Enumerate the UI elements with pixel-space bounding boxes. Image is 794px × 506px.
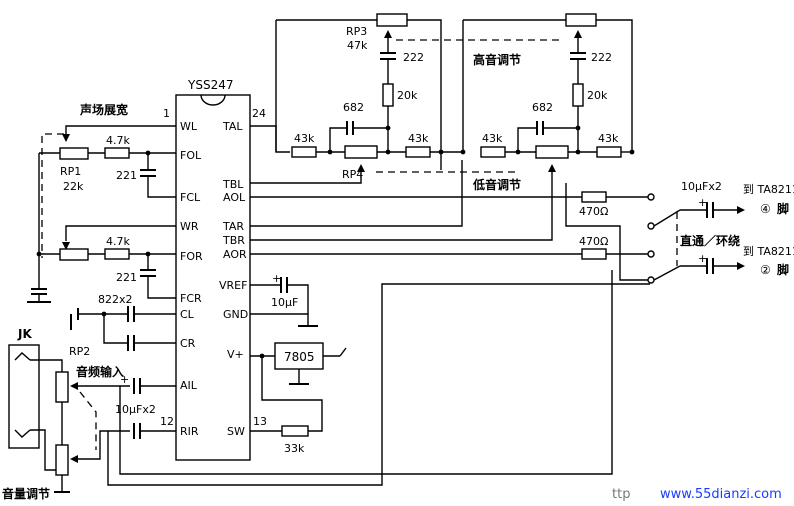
r-47k-top-label: 4.7k xyxy=(106,134,130,147)
label-treble-adjust: 高音调节 xyxy=(473,52,521,67)
output-to-top: 到 TA8211 xyxy=(743,183,794,196)
resistor-43k-3 xyxy=(480,146,506,158)
ic-pin-cl: CL xyxy=(180,308,195,321)
c-822-label: 822x2 xyxy=(98,293,133,306)
rp1-potentiometer xyxy=(59,147,89,160)
c-221-top-label: 221 xyxy=(116,169,137,182)
r-470-top-label: 470Ω xyxy=(579,205,608,218)
r-20k-r-label: 20k xyxy=(587,89,608,102)
ic-pin-wl: WL xyxy=(180,120,198,133)
rp2-bottom-potentiometer xyxy=(55,444,69,476)
resistor-43k-2 xyxy=(405,146,431,158)
r-43k-2-label: 43k xyxy=(408,132,429,145)
watermark-prefix: ttp xyxy=(612,487,630,502)
audio-input-section: JK RP2 音频输入 音量调节 + 10μFx2 xyxy=(2,327,176,501)
plus-vref: + xyxy=(272,272,281,285)
r-47k-bottom-label: 4.7k xyxy=(106,235,130,248)
ic-pin-tbl: TBL xyxy=(222,178,244,191)
r-43k-1-label: 43k xyxy=(294,132,315,145)
ic-pinnum-wl: 1 xyxy=(163,107,170,120)
r-470-bot-label: 470Ω xyxy=(579,235,608,248)
resistor-33k xyxy=(281,425,309,437)
watermark-site: www.55dianzi.com xyxy=(660,487,782,502)
output-pin-top: ④ xyxy=(760,202,771,216)
ic-pinnum-tal: 24 xyxy=(252,107,266,120)
output-pin-bot: ② xyxy=(760,263,771,277)
output-suffix-top: 脚 xyxy=(777,201,789,216)
output-to-bot: 到 TA8211 xyxy=(743,245,794,258)
ic-pin-gnd: GND xyxy=(223,308,248,321)
label-bass-adjust: 低音调节 xyxy=(472,177,521,192)
resistor-470-bottom xyxy=(581,248,607,260)
resistor-43k-1 xyxy=(291,146,317,158)
ic-pin-tbr: TBR xyxy=(222,234,245,247)
c-10uf-vref-label: 10μF xyxy=(271,296,298,309)
resistor-4-7k-bottom xyxy=(104,248,130,260)
stereo-widening-section: 声场展宽 RP1 22k 4.7k 221 4.7k 221 xyxy=(27,102,176,351)
c-10uf-in-label: 10μFx2 xyxy=(115,403,156,416)
resistor-470-top xyxy=(581,191,607,203)
c-682-r-label: 682 xyxy=(532,101,553,114)
r-43k-3-label: 43k xyxy=(482,132,503,145)
bottom-wiring xyxy=(107,270,650,486)
ic-pin-tal: TAL xyxy=(222,120,243,133)
ic-pinnum-sw: 13 xyxy=(253,415,267,428)
rp1-name: RP1 xyxy=(60,165,81,178)
label-direct-surround: 直通／环绕 xyxy=(680,233,740,248)
ic-pin-ail: AIL xyxy=(180,379,198,392)
rp3-value: 47k xyxy=(347,39,368,52)
ic-pin-vref: VREF xyxy=(219,279,247,292)
c-222-l-label: 222 xyxy=(403,51,424,64)
output-suffix-bot: 脚 xyxy=(777,262,789,277)
tone-section: 高音调节 低音调节 RP3 47k 222 20k 43k 43k 682 xyxy=(250,13,635,241)
r-33k-label: 33k xyxy=(284,442,305,455)
c-221-bottom-label: 221 xyxy=(116,271,137,284)
rp3-potentiometer xyxy=(376,13,408,27)
rp1-lower-potentiometer xyxy=(59,248,89,261)
ic-pin-sw: SW xyxy=(227,425,245,438)
c-682-l-label: 682 xyxy=(343,101,364,114)
r-43k-4-label: 43k xyxy=(598,132,619,145)
ic-pin-fcl: FCL xyxy=(180,191,201,204)
rp2-top-potentiometer xyxy=(55,371,69,403)
ic-pin-fcr: FCR xyxy=(180,292,202,305)
rp3-name: RP3 xyxy=(346,25,367,38)
ic-pin-aol: AOL xyxy=(223,191,246,204)
plus-out-2: + xyxy=(698,252,707,265)
label-stereo-widen: 声场展宽 xyxy=(79,102,128,117)
ic-pin-cr: CR xyxy=(180,337,196,350)
jack-jk xyxy=(8,344,40,449)
label-jack: JK xyxy=(17,327,32,341)
resistor-43k-4 xyxy=(596,146,622,158)
ic-pin-rir: RIR xyxy=(180,425,199,438)
r-20k-l-label: 20k xyxy=(397,89,418,102)
c-222-r-label: 222 xyxy=(591,51,612,64)
ic-pin-fol: FOL xyxy=(180,149,202,162)
resistor-20k-left xyxy=(382,83,394,107)
ic-pin-vplus: V+ xyxy=(227,348,244,361)
ic-yss247: YSS247 WL FOL FCL WR FOR FCR CL CR AIL R… xyxy=(160,78,267,461)
resistor-4-7k-top xyxy=(104,147,130,159)
plus-out-1: + xyxy=(698,196,707,209)
rp4-potentiometer xyxy=(344,145,378,159)
ic-pin-tar: TAR xyxy=(222,220,244,233)
ic-pin-aor: AOR xyxy=(223,248,247,261)
c-10uf-out-label: 10μFx2 xyxy=(681,180,722,193)
resistor-20k-right xyxy=(572,83,584,107)
ic-part-label: YSS247 xyxy=(187,78,233,92)
power-section: + 10μF 7805 33k xyxy=(250,272,347,455)
rp2-name: RP2 xyxy=(69,345,90,358)
ic-pin-wr: WR xyxy=(180,220,199,233)
ic-pin-for: FOR xyxy=(180,250,203,263)
label-volume-adjust: 音量调节 xyxy=(2,486,50,501)
rp3-right-potentiometer xyxy=(565,13,597,27)
output-section: 470Ω 470Ω 直通／环绕 10μFx2 + + 到 TA8211 ④ 脚 … xyxy=(250,180,794,284)
rp1-value: 22k xyxy=(63,180,84,193)
regulator-label: 7805 xyxy=(284,350,315,364)
label-audio-input: 音频输入 xyxy=(76,364,124,379)
ic-pinnum-rir: 12 xyxy=(160,415,174,428)
plus-input: + xyxy=(120,373,129,386)
rp4-right-potentiometer xyxy=(535,145,569,159)
